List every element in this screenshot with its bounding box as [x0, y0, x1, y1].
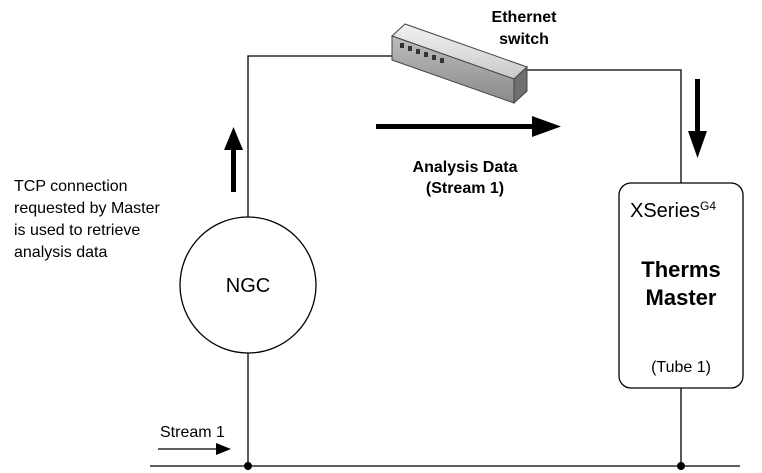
- analysis-data-label-line2: (Stream 1): [426, 180, 504, 197]
- ngc-node[interactable]: [179, 216, 317, 354]
- pipeline-junction-master: [677, 462, 685, 470]
- switch-to-master-cable: [505, 69, 682, 183]
- master-down-arrow-icon: [688, 79, 707, 158]
- therms-master-node[interactable]: [618, 182, 744, 389]
- master-title-line2: Master: [646, 285, 717, 310]
- tcp-note-line4: analysis data: [14, 244, 107, 261]
- tcp-note-line2: requested by Master: [14, 200, 161, 217]
- tcp-note-line1: TCP connection: [14, 178, 128, 195]
- pipeline-junction-ngc: [244, 462, 252, 470]
- ngc-label: NGC: [226, 275, 270, 297]
- stream-label: Stream 1: [160, 424, 225, 441]
- ethernet-switch-icon[interactable]: [391, 23, 528, 105]
- master-tube-label: (Tube 1): [651, 359, 711, 376]
- ngc-to-switch-cable: [247, 55, 405, 217]
- tcp-note-line3: is used to retrieve: [14, 222, 140, 239]
- request-up-arrow-icon: [224, 127, 243, 192]
- switch-label-line2: switch: [499, 31, 549, 48]
- master-brand: XSeriesG4: [630, 199, 716, 222]
- analysis-data-label-line1: Analysis Data: [413, 159, 518, 176]
- data-flow-right-arrow-icon: [376, 116, 561, 137]
- switch-label-line1: Ethernet: [492, 9, 558, 26]
- master-title-line1: Therms: [641, 257, 720, 282]
- stream-flow-arrow-icon: [158, 443, 231, 455]
